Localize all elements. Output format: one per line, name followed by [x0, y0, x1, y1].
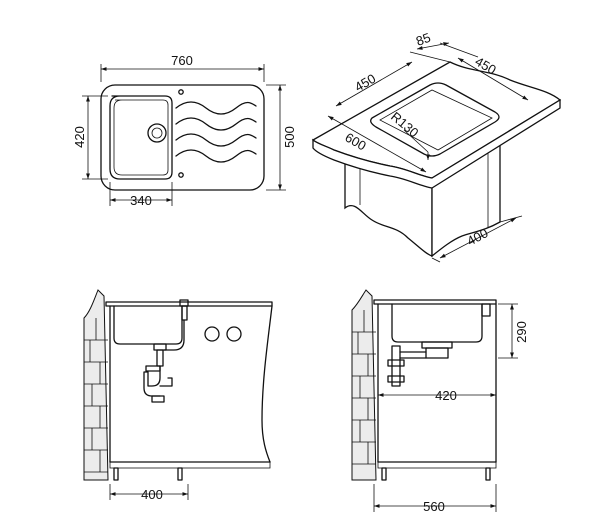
leg: [113, 467, 119, 481]
front-view: 400: [83, 289, 273, 502]
siphon-trap: [143, 343, 173, 403]
dim-500: 500: [282, 126, 297, 148]
dim-760: 760: [171, 53, 193, 68]
cabinet-left-face: [344, 157, 433, 257]
dim-line-450-left: [335, 61, 413, 107]
countertop: [105, 301, 273, 307]
iso-view: R130 85 450 450 600 400: [311, 30, 562, 263]
dim-290: 290: [514, 321, 529, 343]
wall-brick: [83, 289, 109, 481]
drain: [147, 123, 167, 143]
dim-line-450-right: [457, 57, 529, 101]
leg: [485, 467, 491, 481]
side-bowl: [391, 303, 483, 343]
wall-brick-side: [351, 289, 377, 481]
drainer-grooves: [175, 101, 257, 163]
dim-400-front: 400: [141, 487, 163, 502]
countertop-side: [373, 299, 497, 305]
bowl-outline: [109, 95, 173, 180]
sink-outline: [100, 84, 265, 191]
dim-340: 340: [130, 193, 152, 208]
dim-85: 85: [414, 30, 433, 49]
tap-hole: [178, 89, 184, 95]
dim-420: 420: [72, 126, 87, 148]
top-view: 760 500 420 340: [72, 53, 297, 208]
leg: [177, 467, 183, 481]
cabinet-right-cut: [261, 305, 273, 463]
socket: [226, 326, 242, 342]
dim-line-85: [416, 42, 450, 50]
dim-line-600: [327, 115, 427, 173]
socket: [204, 326, 220, 342]
dim-line-400-iso: [439, 217, 517, 259]
front-bowl: [113, 305, 183, 345]
overflow-hole: [178, 172, 184, 178]
dim-420-side: 420: [435, 388, 457, 403]
dim-450-left: 450: [352, 71, 378, 95]
leg: [381, 467, 387, 481]
dim-560: 560: [423, 499, 445, 514]
side-view: 290 420 560: [351, 289, 529, 514]
